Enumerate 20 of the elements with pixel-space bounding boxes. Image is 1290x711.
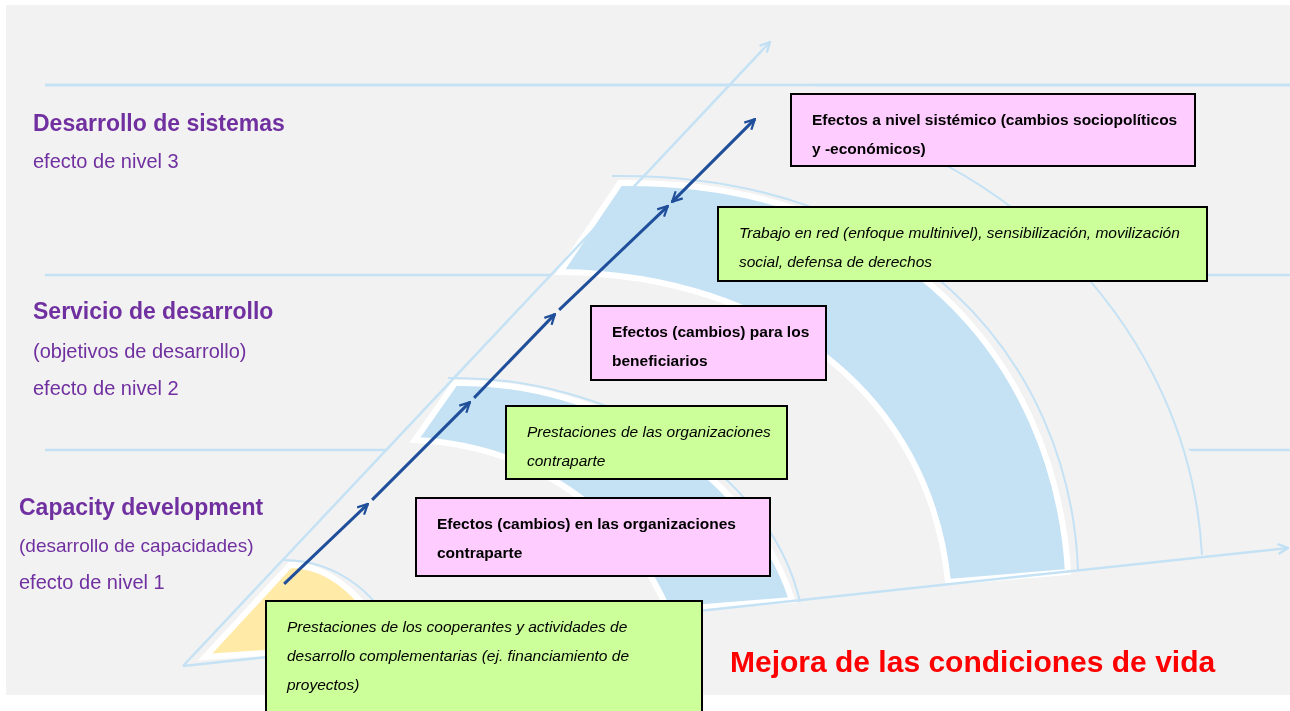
level-subtitle: efecto de nivel 2: [33, 377, 179, 400]
arrow: [283, 502, 369, 585]
activity-box: Prestaciones de las organizaciones contraparte: [505, 405, 788, 480]
goal-title: Mejora de las condiciones de vida: [730, 645, 1216, 679]
level-subtitle: efecto de nivel 3: [33, 150, 179, 173]
level-heading: Desarrollo de sistemas: [33, 110, 285, 137]
arrow: [671, 118, 756, 203]
activity-box: Prestaciones de los cooperantes y actividades de desarrollo complementarias (ej. financiamiento de proyectos): [265, 600, 703, 711]
effect-box: Efectos (cambios) para los beneficiarios: [590, 305, 827, 381]
level-heading: Servicio de desarrollo: [33, 298, 274, 325]
effect-box: Efectos a nivel sistémico (cambios sociopolíticos y -económicos): [790, 93, 1196, 167]
arrow: [473, 313, 556, 399]
effect-box: Efectos (cambios) en las organizaciones contraparte: [415, 497, 771, 577]
activity-box: Trabajo en red (enfoque multinivel), sensibilización, movilización social, defensa de derechos: [717, 206, 1208, 282]
arrow: [558, 204, 669, 311]
level-subtitle: (objetivos de desarrollo): [33, 340, 247, 363]
level-subtitle: (desarrollo de capacidades): [19, 535, 254, 557]
arrow: [371, 401, 471, 501]
level-subtitle: efecto de nivel 1: [19, 571, 165, 594]
level-heading: Capacity development: [19, 494, 264, 521]
